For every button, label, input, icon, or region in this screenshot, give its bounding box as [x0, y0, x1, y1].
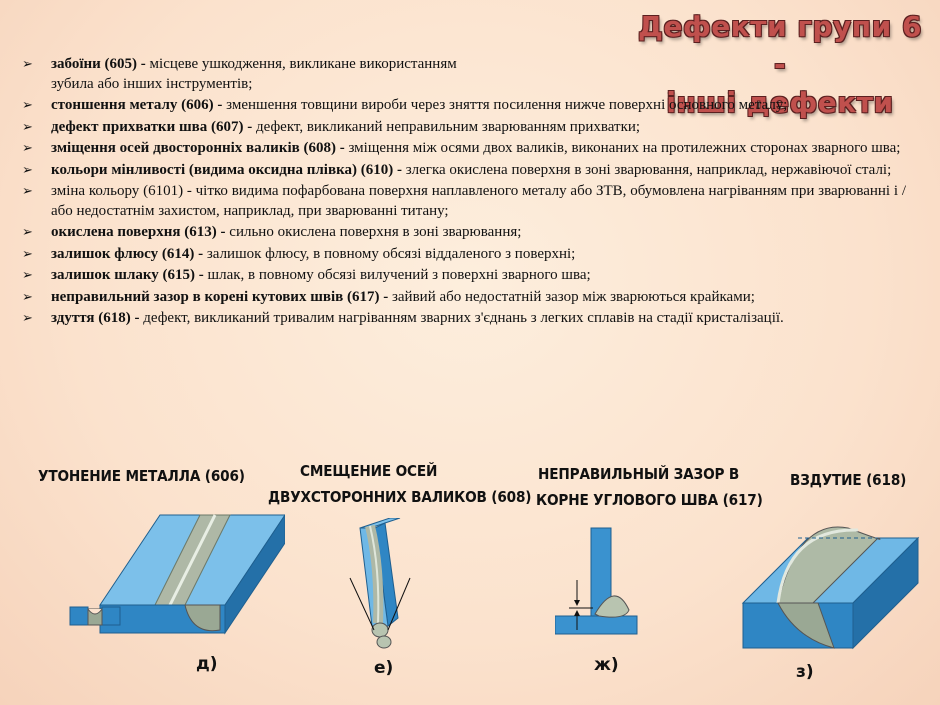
- figure-608-drawing: [349, 518, 411, 649]
- defect-desc: зміна кольору (6101) - чітко видима пофа…: [51, 183, 906, 219]
- figure-618-letter: з): [796, 662, 814, 682]
- figure-606-label: УТОНЕНИЕ МЕТАЛЛА (606): [38, 467, 245, 485]
- defect-term: дефект прихватки шва (607) -: [51, 118, 253, 135]
- defect-term: стоншення металу (606) -: [51, 97, 223, 113]
- defect-term: окислена поверхня (613) -: [51, 224, 226, 240]
- defect-desc: шлак, в повному обсязі вилучений з повер…: [203, 267, 591, 283]
- title-line-1: Дефекти групи 6 -: [638, 10, 922, 81]
- defect-term: здуття (618) -: [51, 310, 140, 326]
- defect-desc-cont: зубила або інших інструментів;: [51, 75, 253, 92]
- defect-desc: зміщення між осями двох валиків, виконан…: [344, 140, 901, 156]
- figure-617-letter: ж): [594, 655, 619, 675]
- bullet-icon: ➢: [22, 162, 33, 178]
- defect-item: ➢ стоншення металу (606) - зменшення тов…: [22, 96, 906, 116]
- figure-617-label-line2: КОРНЕ УГЛОВОГО ШВА (617): [536, 491, 763, 509]
- defect-term: залишок шлаку (615) -: [51, 267, 204, 283]
- defect-term: залишок флюсу (614) -: [51, 245, 204, 262]
- bullet-icon: ➢: [22, 225, 33, 240]
- defect-item: ➢ зміщення осей двосторонніх валиків (60…: [22, 139, 906, 159]
- defect-term: неправильний зазор в корені кутових швів…: [51, 288, 389, 305]
- defect-item: ➢ дефект прихватки шва (607) - дефект, в…: [22, 118, 906, 138]
- defect-item: ➢ здуття (618) - дефект, викликаний трив…: [22, 309, 906, 329]
- figure-608-letter: е): [374, 658, 394, 678]
- defect-item: ➢ зміна кольору (6101) - чітко видима по…: [22, 182, 906, 221]
- defect-desc: залишок флюсу, в повному обсязі віддален…: [203, 245, 576, 262]
- defect-desc: зайвий або недостатній зазор між зварюют…: [388, 288, 755, 305]
- bullet-icon: ➢: [22, 289, 33, 305]
- defect-term: зміщення осей двосторонніх валиків (608)…: [51, 140, 345, 156]
- figure-606-letter: д): [196, 654, 218, 674]
- bullet-icon: ➢: [22, 268, 33, 283]
- bullet-icon: ➢: [22, 57, 33, 72]
- defect-term: забоїни (605) -: [51, 56, 146, 72]
- bullet-icon: ➢: [22, 119, 33, 135]
- bullet-icon: ➢: [22, 141, 33, 156]
- figure-617-drawing: [555, 527, 638, 635]
- figure-606-drawing: [69, 514, 285, 635]
- defect-item: ➢ окислена поверхня (613) - сильно окисл…: [22, 223, 906, 243]
- figure-617-label-line1: НЕПРАВИЛЬНЫЙ ЗАЗОР В: [538, 465, 740, 483]
- defect-item: ➢ неправильний зазор в корені кутових шв…: [22, 288, 906, 308]
- defect-item: ➢ залишок шлаку (615) - шлак, в повному …: [22, 266, 906, 286]
- figure-608-label-line1: СМЕЩЕНИЕ ОСЕЙ: [300, 462, 438, 480]
- bullet-icon: ➢: [22, 311, 33, 326]
- bullet-icon: ➢: [22, 246, 33, 262]
- bullet-icon: ➢: [22, 184, 33, 199]
- bullet-icon: ➢: [22, 98, 33, 113]
- defect-item: ➢ залишок флюсу (614) - залишок флюсу, в…: [22, 245, 906, 265]
- defect-desc: зменшення товщини вироби через зняття по…: [222, 97, 788, 113]
- defect-term: кольори мінливості (видима оксидна плівк…: [51, 161, 402, 178]
- defect-item: ➢ забоїни (605) - місцеве ушкодження, ви…: [22, 55, 906, 94]
- defect-desc: дефект, викликаний неправильним зварюван…: [252, 118, 641, 135]
- defect-desc: місцеве ушкодження, викликане використан…: [145, 56, 457, 72]
- defect-desc: дефект, викликаний тривалим нагріванням …: [139, 310, 784, 326]
- defect-desc: сильно окислена поверхня в зоні зварюван…: [225, 224, 522, 240]
- figure-608-label-line2: ДВУХСТОРОННИХ ВАЛИКОВ (608): [268, 488, 532, 506]
- defect-desc: злегка окислена поверхня в зоні зварюван…: [401, 161, 892, 178]
- figure-618-drawing: [741, 526, 920, 650]
- title-line-2: інші дефекти: [666, 86, 894, 119]
- figure-618-label: ВЗДУТИЕ (618): [790, 471, 907, 489]
- slide-title: Дефекти групи 6 - інші дефекти: [630, 8, 930, 122]
- defects-list: ➢ забоїни (605) - місцеве ушкодження, ви…: [22, 55, 906, 331]
- defect-item: ➢ кольори мінливості (видима оксидна плі…: [22, 161, 906, 181]
